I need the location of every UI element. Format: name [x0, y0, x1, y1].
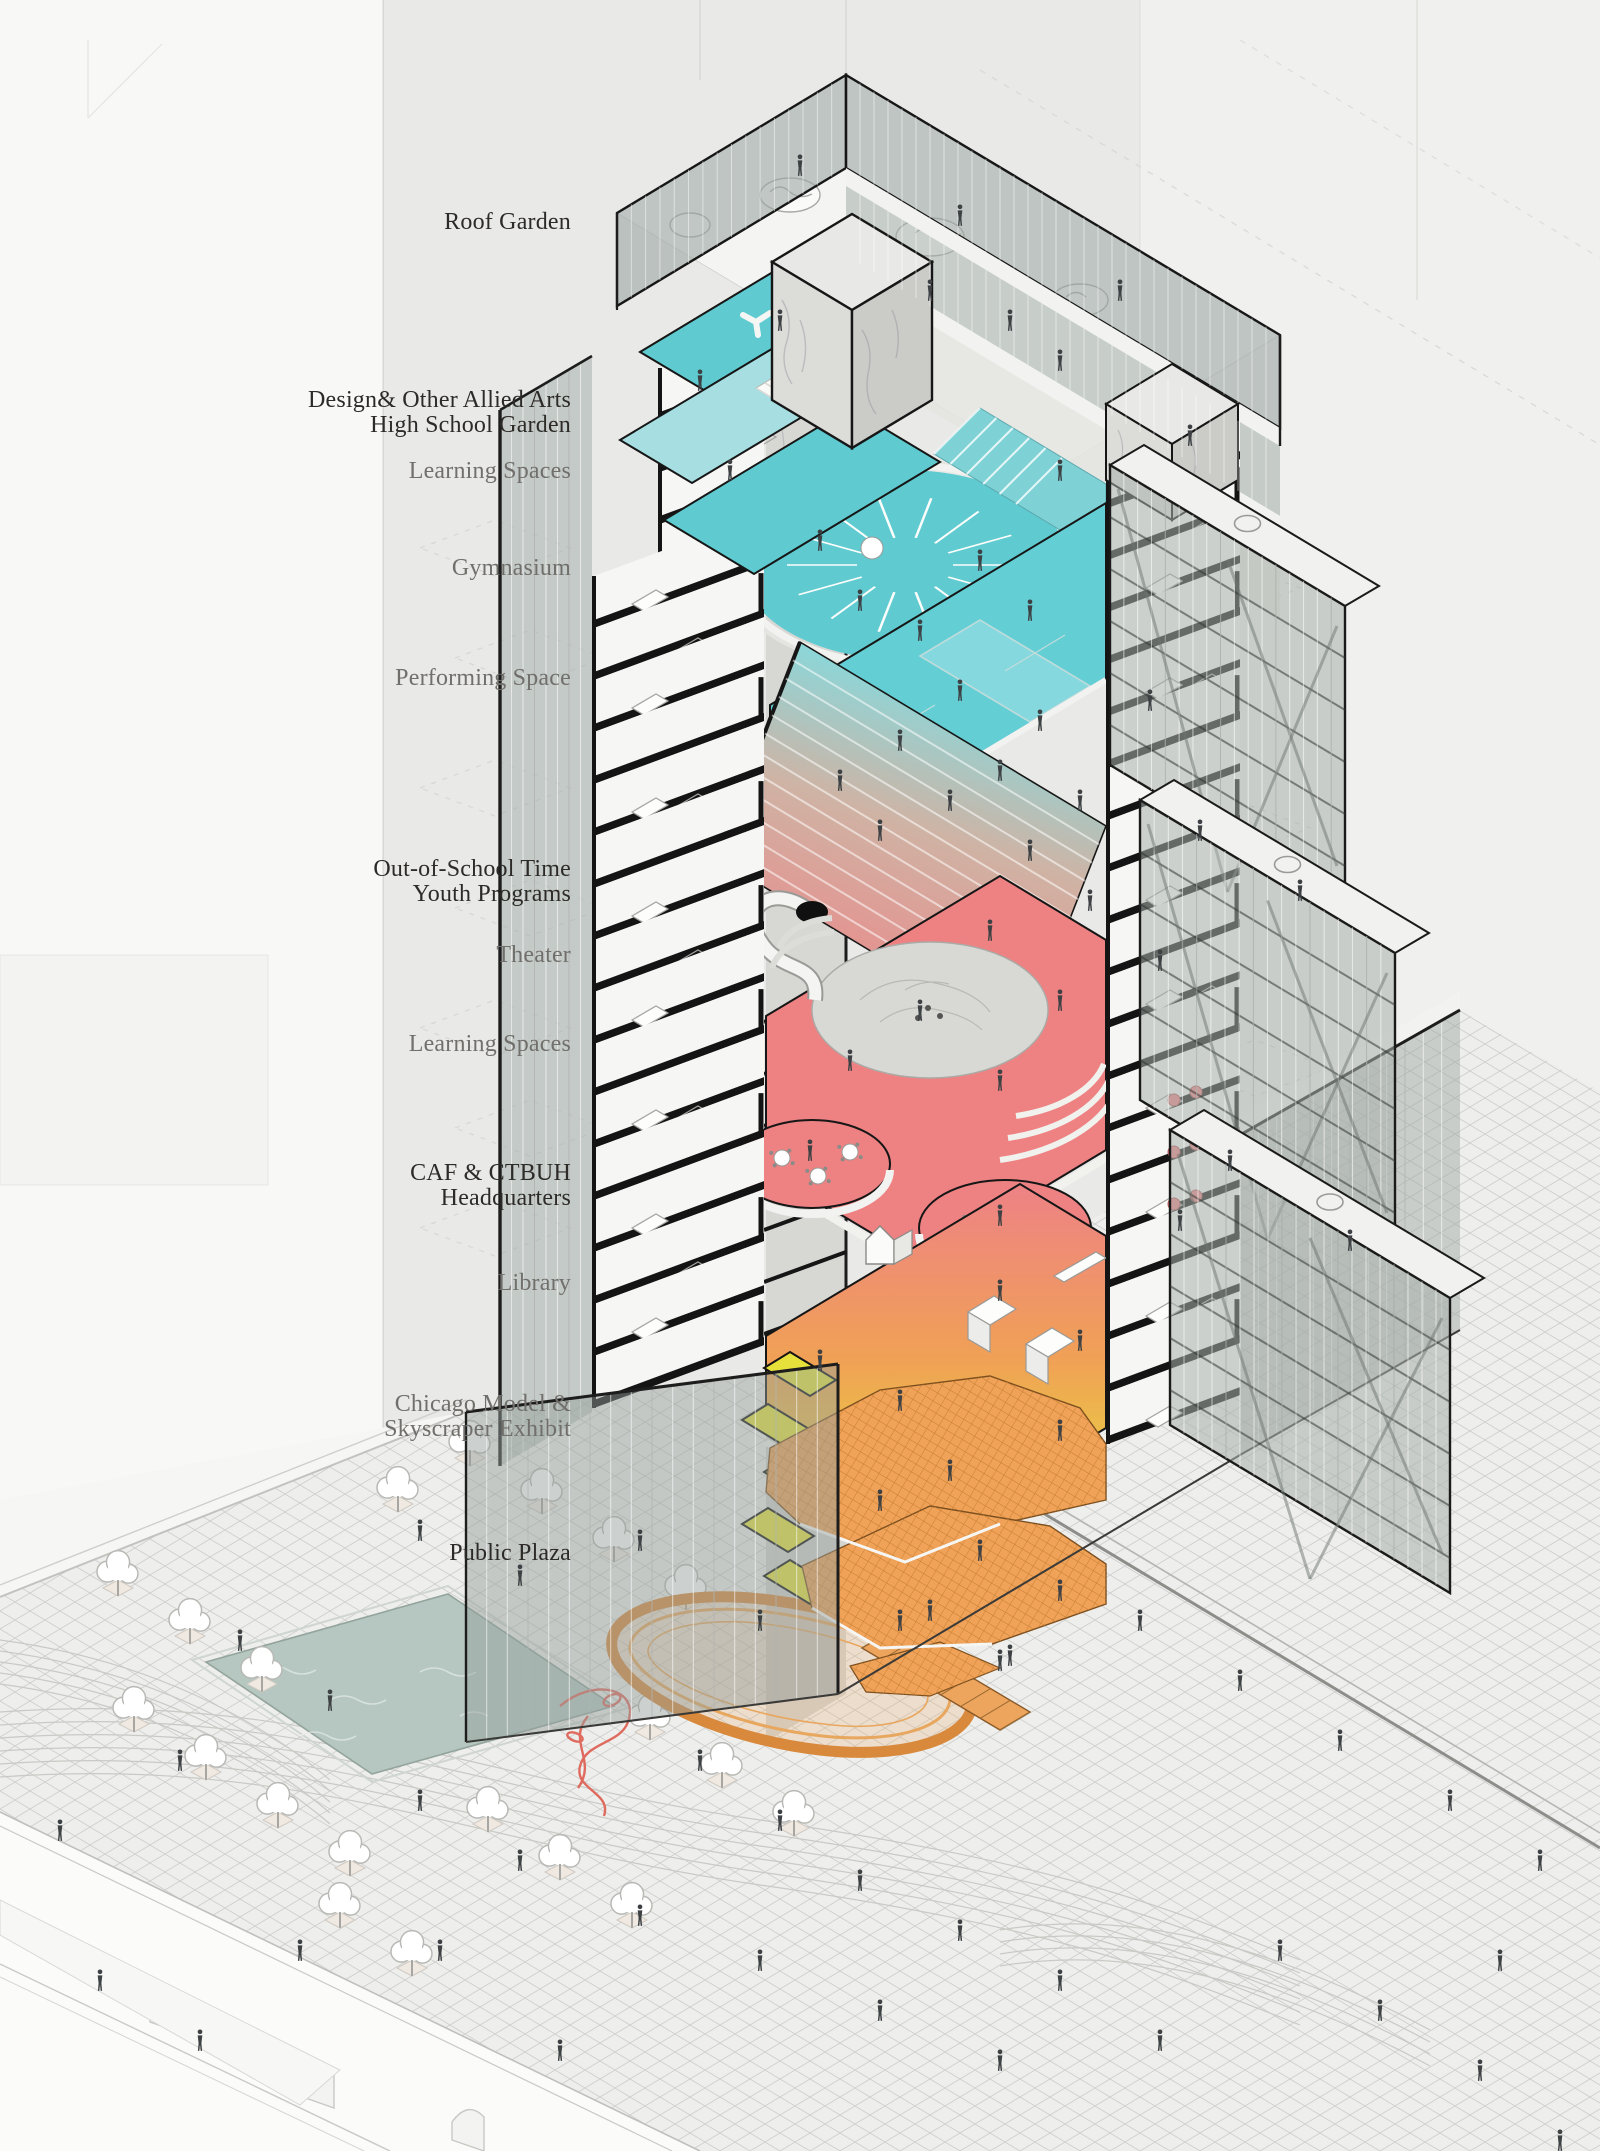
label-gymnasium: Gymnasium — [451, 555, 571, 581]
label-library: Library — [497, 1270, 571, 1296]
label-learning-spaces-upper: Learning Spaces — [408, 458, 571, 484]
label-public-plaza: Public Plaza — [449, 1540, 571, 1566]
exhibit-floors — [765, 1375, 1107, 1697]
label-theater: Theater — [496, 942, 571, 968]
tower — [464, 72, 1486, 1743]
marble-core — [769, 212, 935, 451]
underground-structure — [0, 1811, 701, 2151]
office-glass-blocks — [1108, 443, 1486, 1596]
wire-sculpture — [559, 1688, 632, 1817]
reflecting-pool — [189, 1584, 631, 1784]
label-caf-ctbuh: CAF & CTBUH Headquarters — [410, 1160, 571, 1211]
label-high-school-garden: Design& Other Allied Arts High School Ga… — [308, 387, 571, 438]
label-youth-programs: Out-of-School Time Youth Programs — [373, 856, 571, 907]
label-chicago-model: Chicago Model & Skyscraper Exhibit — [384, 1391, 571, 1442]
label-roof-garden: Roof Garden — [444, 209, 571, 235]
label-learning-spaces-lower: Learning Spaces — [408, 1031, 571, 1057]
label-performing-space: Performing Space — [395, 665, 571, 691]
